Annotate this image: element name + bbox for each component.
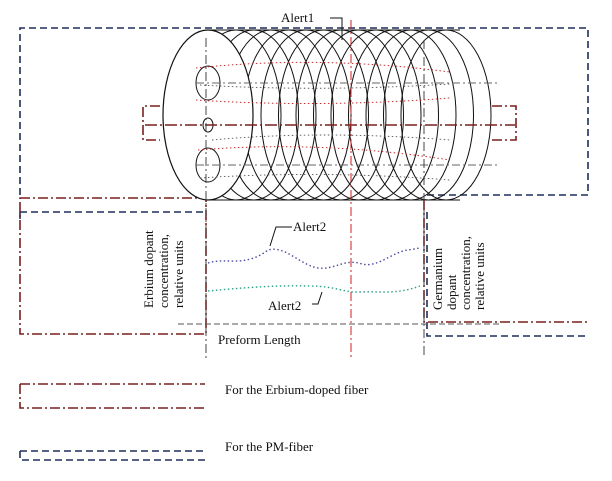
alert2-bottom-label: Alert2 (268, 298, 301, 313)
cylinder-ring (365, 29, 457, 201)
germanium-concentration-label: Germaniumdopantconcentration,relative un… (430, 236, 487, 310)
germanium-curve (207, 247, 421, 269)
pm-fiber-top-region (19, 27, 589, 196)
cylinder-ring (383, 29, 474, 201)
pm-fiber-outline (19, 27, 589, 337)
erbium-label-line-2: concentration, (156, 234, 171, 308)
svg-text:Germaniumdopantconcentration,r: Germaniumdopantconcentration,relative un… (430, 236, 487, 310)
cylinder-ring (313, 29, 404, 201)
cylinder-ring (330, 29, 422, 201)
erbium-left-box (19, 197, 207, 335)
inner-dotted-lines (195, 61, 451, 161)
preform-cylinder (162, 29, 492, 201)
alert2-bottom-leader (312, 291, 323, 305)
pm-fiber-bottom-region (20, 211, 588, 337)
legend-swatch-pm (19, 450, 205, 461)
legend-swatch-erbium (19, 383, 205, 409)
erbium-band-right (492, 105, 517, 141)
cylinder-ring (295, 29, 387, 201)
germanium-label-line-1: Germanium (430, 248, 445, 310)
axis-dashes (196, 82, 500, 166)
alert2-top-label: Alert2 (293, 219, 326, 234)
svg-text:Erbium dopantconcentration,rel: Erbium dopantconcentration,relative unit… (141, 230, 186, 308)
preform-length-label: Preform Length (218, 332, 301, 347)
erbium-label-line-1: Erbium dopant (141, 230, 156, 308)
alert1-leader (330, 17, 343, 40)
cylinder-front-face (162, 29, 254, 201)
cylinder-ring (278, 29, 369, 201)
erbium-curve (207, 285, 421, 293)
erbium-band-left (142, 105, 160, 141)
legend-item-pm: For the PM-fiber (19, 439, 314, 461)
germanium-label-line-2: dopant (444, 274, 459, 310)
legend-label-pm: For the PM-fiber (225, 439, 314, 454)
legend: For the Erbium-doped fiber For the PM-fi… (19, 382, 369, 461)
cylinder-ring (260, 29, 352, 201)
erbium-label-line-3: relative units (171, 240, 186, 308)
cylinder-ring (348, 29, 439, 201)
germanium-label-line-3: concentration, (458, 236, 473, 310)
dotted-arc-lower (197, 146, 451, 161)
germanium-label-line-4: relative units (472, 242, 487, 310)
legend-item-erbium: For the Erbium-doped fiber (19, 382, 369, 409)
alert1-label: Alert1 (281, 10, 314, 25)
erbium-concentration-label: Erbium dopantconcentration,relative unit… (141, 230, 186, 308)
legend-label-erbium: For the Erbium-doped fiber (225, 382, 369, 397)
alert2-top-leader (269, 226, 292, 247)
cylinder-ring (400, 29, 492, 201)
